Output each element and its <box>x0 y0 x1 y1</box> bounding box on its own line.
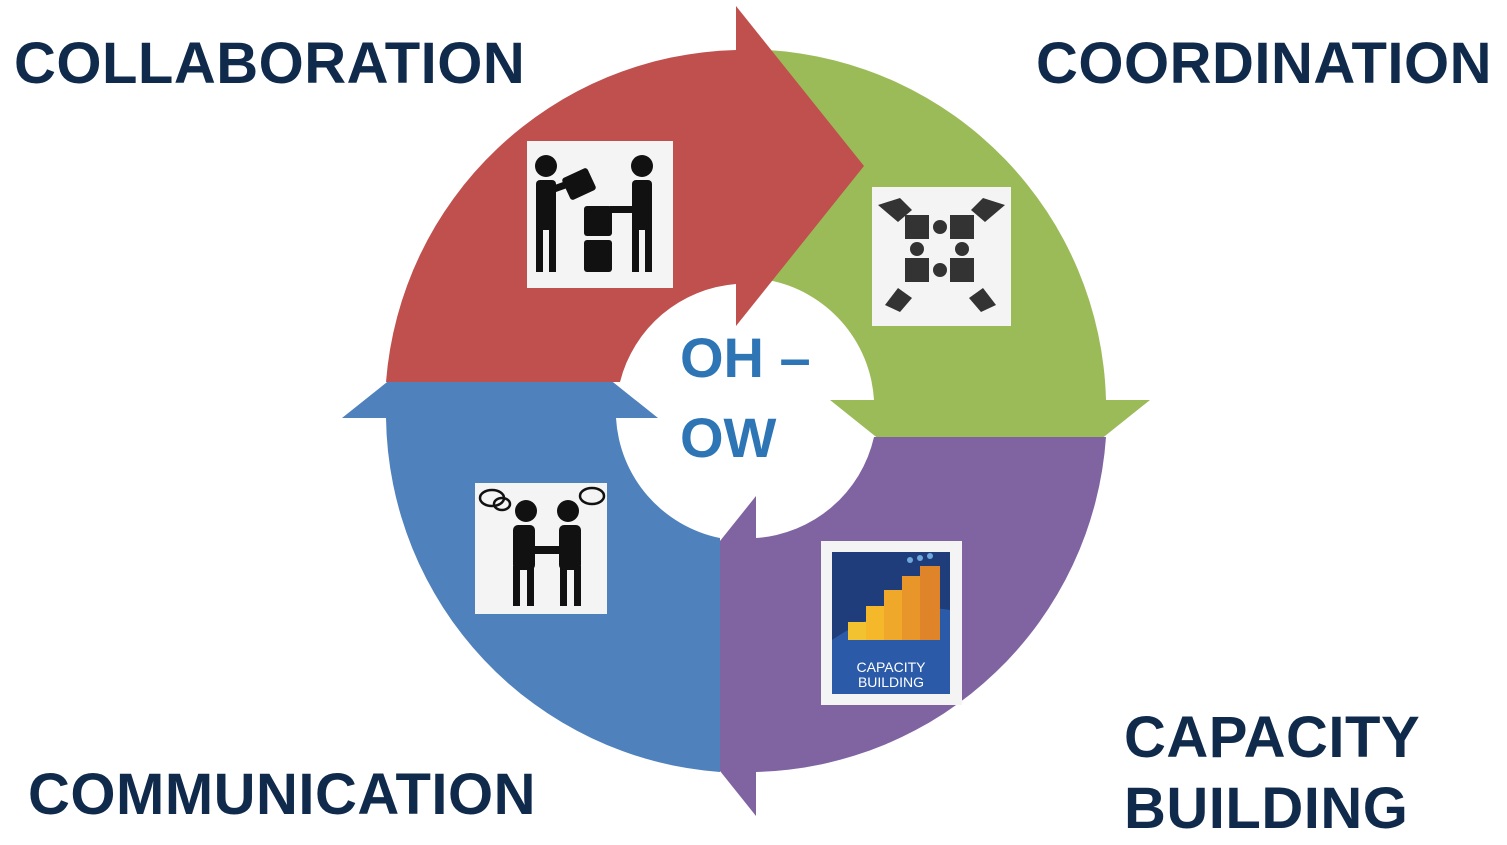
people-building-blocks-icon <box>527 141 673 288</box>
handshake-speech-icon <box>475 483 607 614</box>
coordination-label: COORDINATION <box>1036 31 1493 96</box>
capacity-building-stairs-icon <box>821 541 962 705</box>
capacity-label-line2: BUILDING <box>1124 775 1409 841</box>
capacity-label-line1: CAPACITY <box>1124 705 1421 770</box>
collaboration-label: COLLABORATION <box>14 31 526 96</box>
center-text-line1: OH – <box>680 326 811 389</box>
communication-label: COMMUNICATION <box>28 762 537 827</box>
capacity-icon-caption-line1: CAPACITY <box>856 659 926 675</box>
capacity-icon-caption-line2: BUILDING <box>857 674 925 690</box>
capacity-building-label: CAPACITY BUILDING <box>1124 703 1420 845</box>
capacity-icon-caption: CAPACITY BUILDING <box>832 660 950 690</box>
hands-puzzle-icon <box>872 187 1011 326</box>
center-text-line2: OW <box>680 406 777 469</box>
